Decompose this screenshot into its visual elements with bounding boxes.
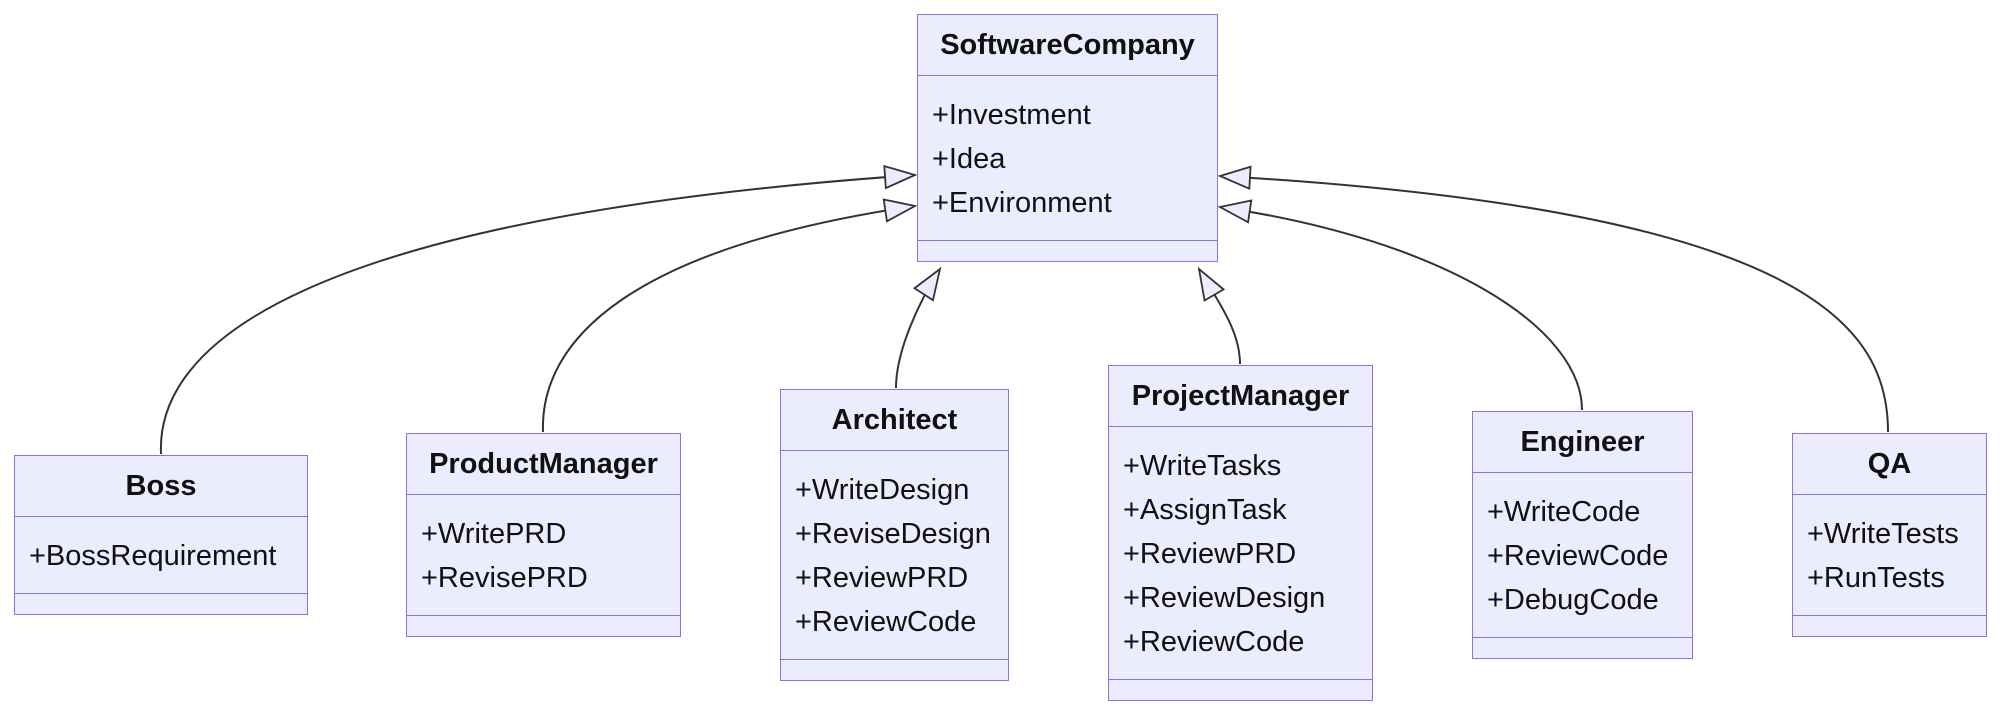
class-members: +BossRequirement [15, 517, 307, 594]
class-title: ProductManager [407, 434, 680, 495]
class-member: +ReviewCode [1123, 626, 1305, 658]
class-box-qa: QA +WriteTests +RunTests [1792, 433, 1987, 637]
class-title: Architect [781, 390, 1008, 451]
class-methods-empty [15, 594, 307, 614]
class-title: SoftwareCompany [918, 15, 1217, 76]
class-member: +WriteTests [1807, 518, 1959, 550]
class-members: +Investment +Idea +Environment [918, 76, 1217, 241]
class-member: +ReviewCode [1487, 540, 1669, 572]
class-member: +ReviewPRD [1123, 538, 1297, 570]
class-methods-empty [918, 241, 1217, 261]
class-member: +WriteDesign [795, 474, 970, 506]
class-member: +RevisePRD [421, 562, 588, 594]
class-member: +WriteTasks [1123, 450, 1282, 482]
class-member: +ReviewCode [795, 606, 977, 638]
class-member: +ReviewPRD [795, 562, 969, 594]
class-member: +RunTests [1807, 562, 1945, 594]
class-member: +Environment [932, 187, 1112, 219]
class-title: ProjectManager [1109, 366, 1372, 427]
inheritance-edge-qa-to-softwarecompany [1217, 165, 1889, 433]
class-member: +DebugCode [1487, 584, 1659, 616]
class-title: QA [1793, 434, 1986, 495]
inheritance-edge-projectmanager-to-softwarecompany [1197, 266, 1241, 365]
class-member: +Investment [932, 99, 1091, 131]
class-box-projectmanager: ProjectManager +WriteTasks +AssignTask +… [1108, 365, 1373, 701]
class-box-architect: Architect +WriteDesign +ReviseDesign +Re… [780, 389, 1009, 681]
class-members: +WriteTests +RunTests [1793, 495, 1986, 616]
class-members: +WriteCode +ReviewCode +DebugCode [1473, 473, 1692, 638]
class-methods-empty [1793, 616, 1986, 636]
inheritance-edge-boss-to-softwarecompany [159, 164, 918, 455]
inheritance-edge-engineer-to-softwarecompany [1217, 199, 1583, 411]
class-methods-empty [407, 616, 680, 636]
inheritance-edge-architect-to-softwarecompany [895, 266, 942, 389]
class-member: +WriteCode [1487, 496, 1641, 528]
class-members: +WritePRD +RevisePRD [407, 495, 680, 616]
class-title: Boss [15, 456, 307, 517]
class-members: +WriteTasks +AssignTask +ReviewPRD +Revi… [1109, 427, 1372, 680]
class-member: +ReviewDesign [1123, 582, 1326, 614]
class-title: Engineer [1473, 412, 1692, 473]
class-box-productmanager: ProductManager +WritePRD +RevisePRD [406, 433, 681, 637]
class-member: +ReviseDesign [795, 518, 991, 550]
class-methods-empty [1109, 680, 1372, 700]
class-methods-empty [781, 660, 1008, 680]
class-box-boss: Boss +BossRequirement [14, 455, 308, 615]
class-methods-empty [1473, 638, 1692, 658]
class-box-engineer: Engineer +WriteCode +ReviewCode +DebugCo… [1472, 411, 1693, 659]
inheritance-edge-productmanager-to-softwarecompany [541, 198, 918, 433]
class-member: +Idea [932, 143, 1006, 175]
class-member: +WritePRD [421, 518, 567, 550]
class-box-softwarecompany: SoftwareCompany +Investment +Idea +Envir… [917, 14, 1218, 262]
class-member: +BossRequirement [29, 540, 277, 572]
class-member: +AssignTask [1123, 494, 1287, 526]
class-members: +WriteDesign +ReviseDesign +ReviewPRD +R… [781, 451, 1008, 660]
